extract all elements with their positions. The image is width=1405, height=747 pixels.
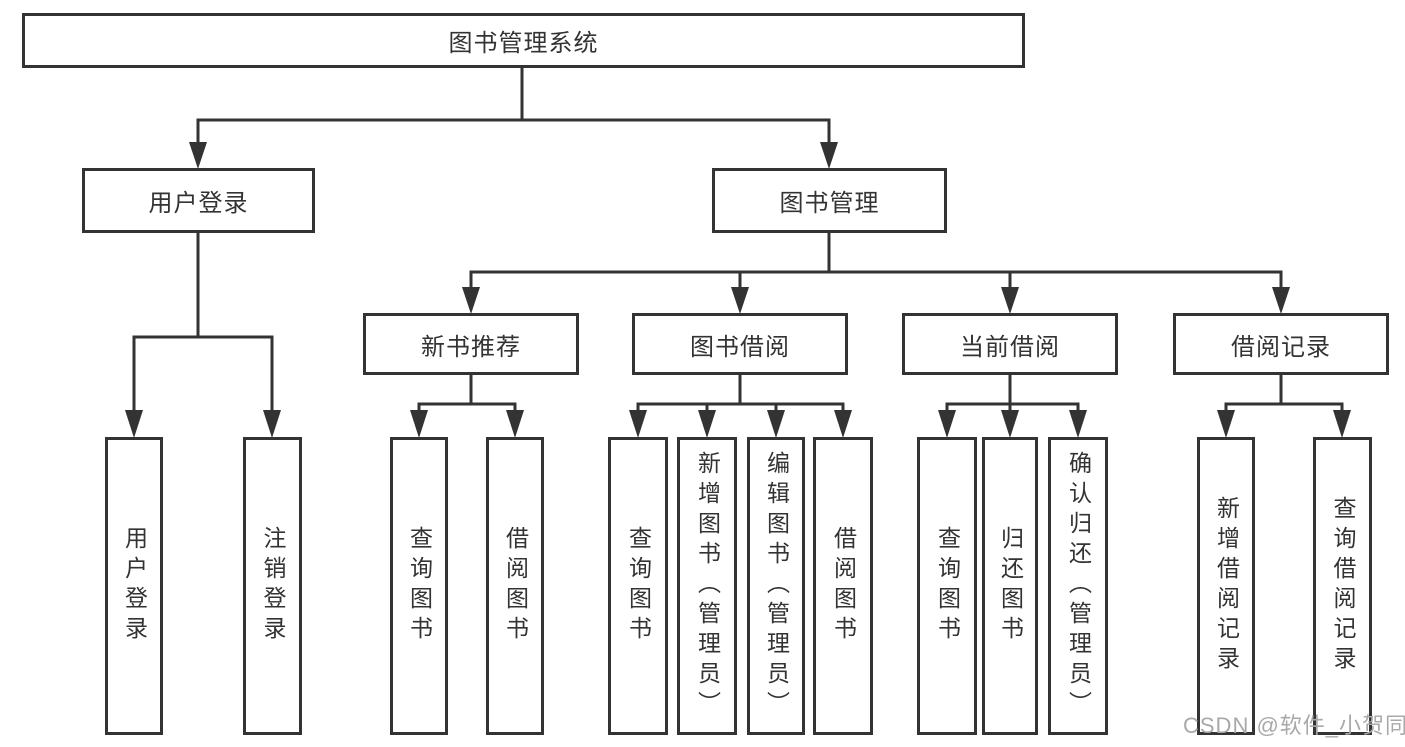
connector-user-login-to-leaves [125,231,281,438]
connector-recommend-to-leaves [410,373,524,438]
leaf-borrow-add-book-admin-label: 新增图书（管理员） [694,451,721,721]
leaf-borrow-query-book: 查询图书 [608,437,668,735]
leaf-borrow-borrow-book-label: 借阅图书 [830,526,857,646]
leaf-logout-label: 注销登录 [260,526,286,646]
connector-book-mgmt-to-level3 [462,231,1290,314]
leaf-borrow-query-book-label: 查询图书 [625,526,652,646]
node-borrow-records-label: 借阅记录 [1231,333,1331,361]
leaf-recommend-query-book: 查询图书 [390,437,448,735]
node-book-borrow-label: 图书借阅 [690,333,790,361]
leaf-recommend-query-book-label: 查询图书 [406,526,433,646]
leaf-records-add-record: 新增借阅记录 [1197,437,1255,735]
connector-records-to-leaves [1217,373,1351,438]
node-current-borrow-label: 当前借阅 [960,333,1060,361]
leaf-current-confirm-return-admin-label: 确认归还（管理员） [1065,451,1092,721]
leaf-borrow-borrow-book: 借阅图书 [813,437,873,735]
node-library-system-label: 图书管理系统 [448,30,599,57]
leaf-current-query-book-label: 查询图书 [934,526,961,646]
leaf-records-query-record-label: 查询借阅记录 [1330,496,1356,676]
leaf-user-login-label: 用户登录 [121,526,148,646]
node-book-borrow: 图书借阅 [632,313,848,375]
leaf-borrow-edit-book-admin-label: 编辑图书（管理员） [763,451,790,721]
node-current-borrow: 当前借阅 [902,313,1118,375]
connector-borrow-to-leaves [629,373,852,438]
leaf-current-return-book-label: 归还图书 [997,526,1024,646]
node-user-login: 用户登录 [82,168,315,233]
node-book-management: 图书管理 [712,168,947,233]
node-borrow-records: 借阅记录 [1173,313,1389,375]
csdn-watermark: CSDN @软件_小贺同学 [1183,713,1405,738]
node-user-login-label: 用户登录 [148,190,249,217]
leaf-current-query-book: 查询图书 [917,437,977,735]
node-new-book-recommend-label: 新书推荐 [421,333,521,361]
leaf-records-query-record: 查询借阅记录 [1313,437,1372,735]
leaf-current-return-book: 归还图书 [982,437,1038,735]
leaf-recommend-borrow-book-label: 借阅图书 [502,526,529,646]
node-library-system: 图书管理系统 [22,13,1025,68]
connector-root-to-level2 [189,66,838,169]
leaf-recommend-borrow-book: 借阅图书 [486,437,544,735]
node-book-management-label: 图书管理 [779,190,880,217]
node-new-book-recommend: 新书推荐 [363,313,579,375]
leaf-borrow-add-book-admin: 新增图书（管理员） [677,437,737,735]
leaf-user-login: 用户登录 [105,437,163,735]
connector-current-to-leaves [938,373,1087,438]
leaf-logout: 注销登录 [243,437,302,735]
leaf-current-confirm-return-admin: 确认归还（管理员） [1048,437,1108,735]
leaf-records-add-record-label: 新增借阅记录 [1213,496,1240,676]
leaf-borrow-edit-book-admin: 编辑图书（管理员） [747,437,805,735]
